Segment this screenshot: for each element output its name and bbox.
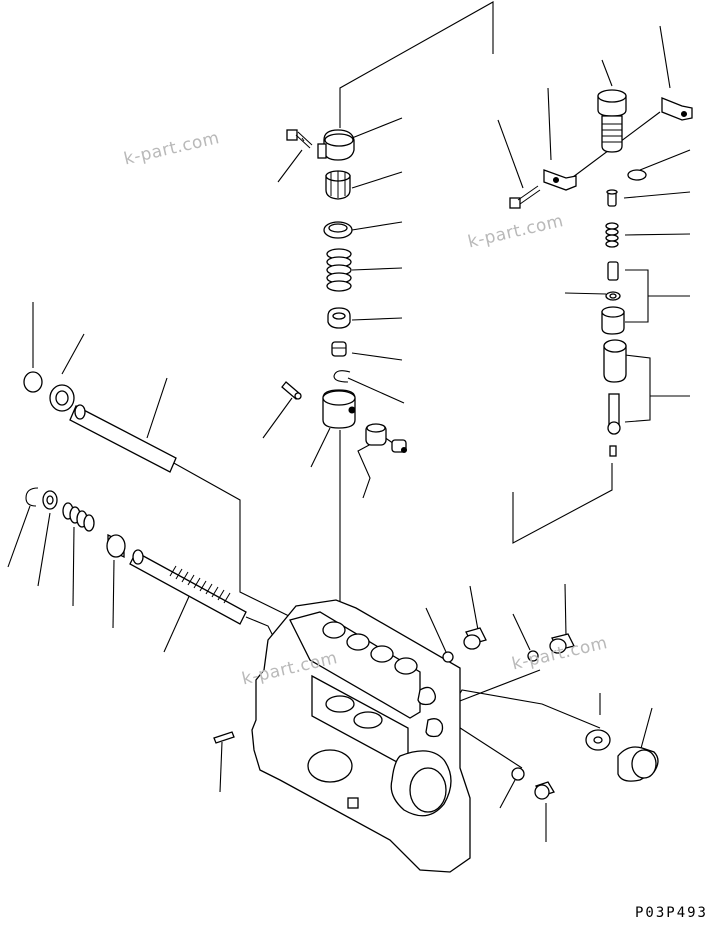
gasket-right-part — [585, 729, 611, 751]
delivery-valve-spring-part — [605, 222, 619, 248]
washer-left-part — [42, 490, 58, 510]
stopper-left-part — [543, 169, 577, 191]
snap-ring-part — [333, 370, 351, 383]
control-rack-part — [69, 404, 177, 473]
o-ring-small-right-part — [527, 650, 539, 662]
tappet-barrel-part — [322, 389, 356, 429]
plunger-part — [331, 341, 347, 357]
o-ring-small-left-part — [442, 651, 454, 663]
delivery-valve-holder-part — [597, 89, 627, 153]
bolt-part — [286, 129, 313, 149]
plug-right-part — [549, 633, 575, 654]
stopper-right-part — [661, 97, 693, 121]
spring-seat-upper-part — [325, 170, 351, 200]
plunger-barrel-part — [603, 339, 627, 457]
spring-seat-lower-part — [327, 307, 351, 329]
pump-housing — [251, 599, 471, 873]
dowel-pin-part — [213, 731, 235, 744]
clamp-part — [317, 129, 355, 161]
delivery-valve-part — [601, 261, 625, 335]
pin-part — [281, 381, 302, 400]
drawing-code: P03P493 — [634, 905, 708, 921]
plug-center-part — [463, 627, 487, 650]
bolt-right-part — [509, 185, 541, 209]
circlip-part — [25, 487, 39, 507]
o-ring-right-part — [627, 169, 647, 181]
plunger-spring-part — [326, 248, 352, 292]
bushing-left-part — [106, 533, 126, 559]
spring-left-part — [62, 502, 95, 532]
plug-lower-part — [534, 781, 555, 800]
valve-stop-part — [606, 189, 618, 207]
roller-pin-part — [391, 439, 408, 454]
o-ring-lower-part — [511, 767, 525, 781]
o-ring-left-part — [23, 371, 43, 393]
washer-ring-part — [323, 221, 353, 239]
control-shaft-part — [129, 549, 247, 625]
plug-left-part — [49, 384, 75, 412]
roller-part — [365, 423, 387, 446]
cap-plug-part — [617, 746, 659, 782]
